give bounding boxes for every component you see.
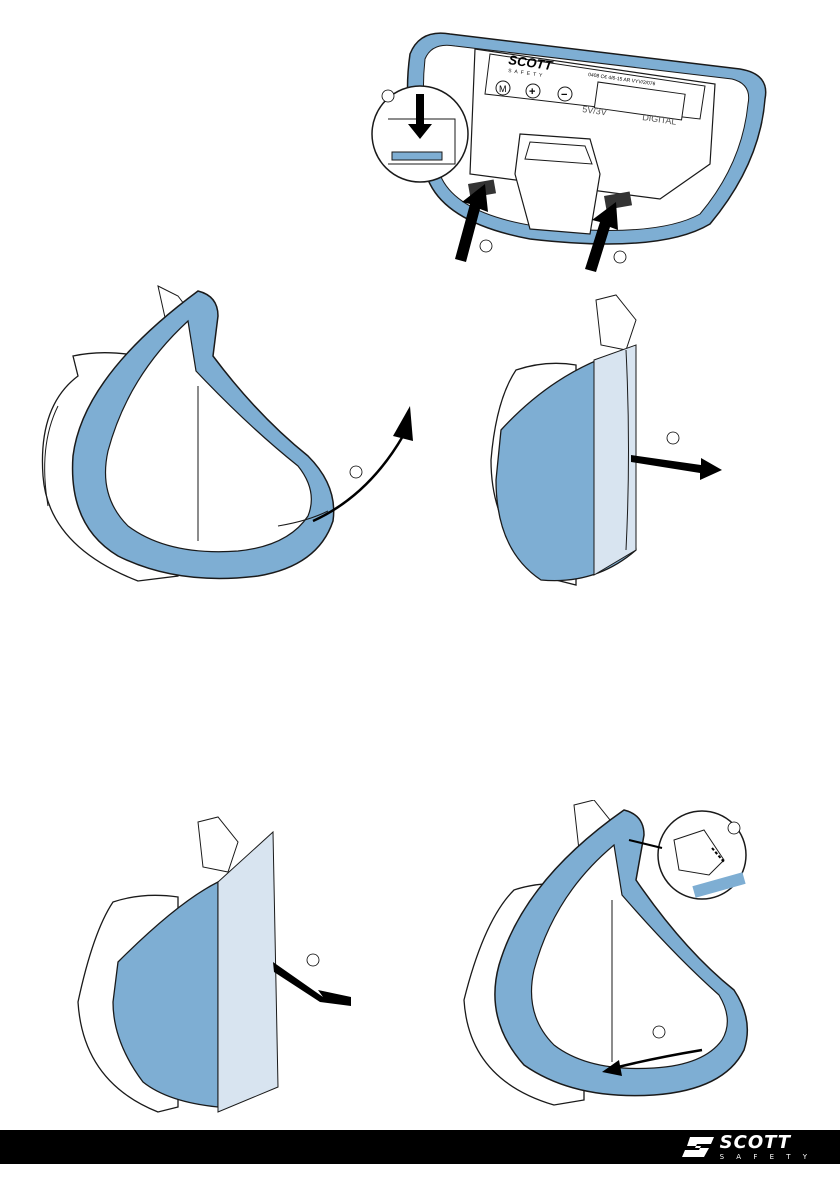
scott-logo-icon — [682, 1135, 716, 1159]
button-m-label: M — [499, 84, 507, 94]
step-circle-icon — [480, 240, 492, 252]
step-circle-icon — [667, 432, 679, 444]
step-circle-icon — [382, 90, 394, 102]
step-circle-icon — [350, 466, 362, 478]
panel-attach-frame — [444, 800, 774, 1110]
insert-arrow-icon — [273, 962, 351, 1006]
step-circle-icon — [728, 822, 740, 834]
clip-zoom-detail — [658, 811, 746, 899]
panel-insert-visor — [68, 812, 368, 1122]
brand-sub: S A F E T Y — [720, 1154, 812, 1161]
panel-release-latches: SCOTT SAFETY M + − 0408 C€ 4/6-15 AR VYV… — [360, 24, 780, 274]
scott-logo: SCOTT S A F E T Y — [682, 1132, 812, 1162]
panel-remove-visor — [476, 290, 756, 600]
arrow-head-icon — [393, 406, 413, 441]
step-circle-icon — [307, 954, 319, 966]
pull-arrow-icon — [631, 455, 722, 480]
button-plus-label: + — [529, 86, 535, 98]
step-circle-icon — [614, 251, 626, 263]
latch-zoom-detail — [372, 86, 468, 182]
brand-name: SCOTT — [720, 1134, 812, 1152]
button-minus-label: − — [561, 89, 567, 101]
panel-remove-frame — [18, 276, 418, 606]
step-circle-icon — [653, 1026, 665, 1038]
footer-bar: SCOTT S A F E T Y — [0, 1130, 840, 1164]
